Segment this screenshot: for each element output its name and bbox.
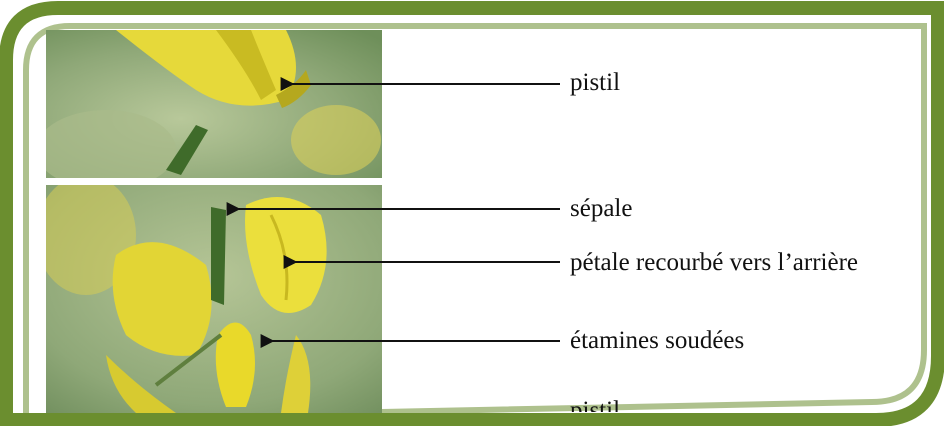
label-pistil-bottom: pistil (570, 398, 620, 412)
label-sepale: sépale (570, 196, 632, 221)
label-pistil-top: pistil (570, 70, 620, 95)
label-petale: pétale recourbé vers l’arrière (570, 250, 858, 275)
label-etamines: étamines soudées (570, 328, 744, 353)
